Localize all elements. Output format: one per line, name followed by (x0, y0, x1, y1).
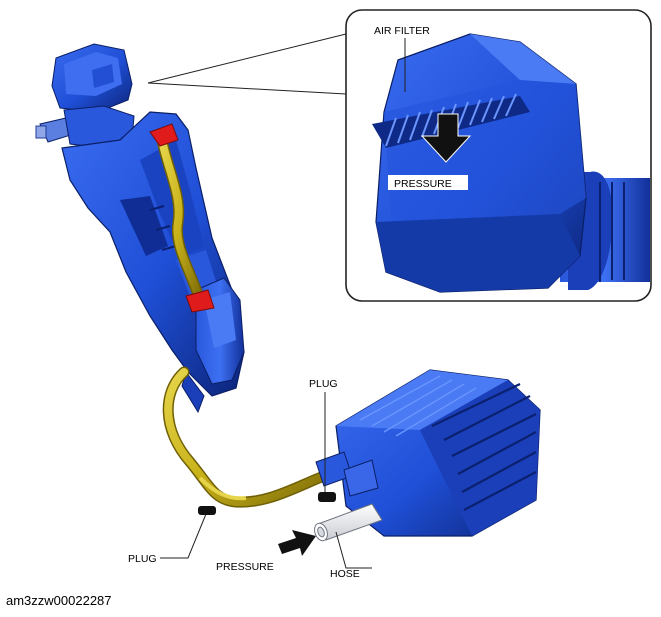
plug-bottom-label: PLUG (128, 553, 157, 565)
air-filter-housing (372, 33, 587, 293)
plug-top-label: PLUG (309, 378, 338, 390)
test-hose (314, 503, 383, 542)
hose-leader (335, 531, 372, 569)
purge-solenoid (35, 43, 135, 149)
plug-top (318, 492, 336, 502)
inset-leader-bottom (147, 82, 347, 95)
plug-bottom (198, 506, 216, 515)
pressure-arrow-inset (420, 113, 472, 163)
figure-code: am3zzw00022287 (6, 593, 112, 608)
hose-label: HOSE (330, 568, 360, 580)
pressure-bottom-label: PRESSURE (216, 561, 274, 573)
inset-leader-top (147, 33, 347, 84)
air-filter-label: AIR FILTER (374, 25, 430, 37)
charcoal-canister (315, 369, 541, 537)
air-filter-inset: AIR FILTER PRESSURE (147, 9, 652, 302)
pressure-inset-label: PRESSURE (394, 178, 452, 190)
pressure-arrow-bottom (278, 530, 316, 556)
plug-bottom-leader (160, 513, 207, 559)
clip-bottom (185, 289, 215, 313)
pressure-inset-label-bg (388, 175, 468, 190)
canister-ribs (431, 383, 537, 511)
main-assembly (35, 43, 541, 556)
clip-top (149, 123, 179, 147)
canister-bracket (61, 111, 245, 414)
